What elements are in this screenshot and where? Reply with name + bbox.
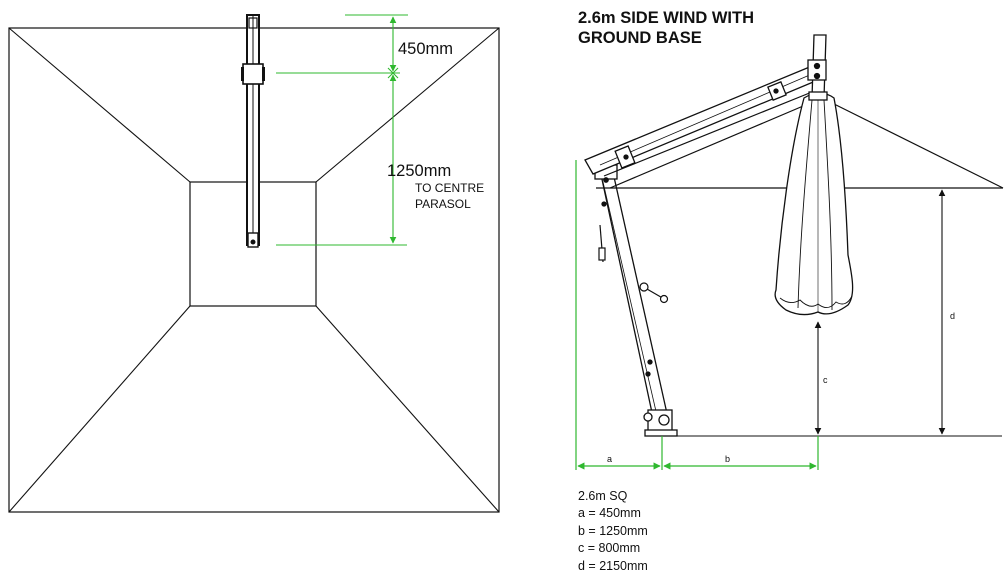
closed-canopy bbox=[774, 91, 854, 316]
title-line-2: GROUND BASE bbox=[578, 29, 702, 47]
dimension-1250-label: 1250mm bbox=[387, 162, 451, 180]
parasol-note: PARASOL bbox=[415, 197, 471, 211]
plan-view: 450mm 1250mm TO CENTRE PARASOL bbox=[8, 14, 500, 513]
plan-dimensions bbox=[276, 14, 408, 246]
ground-base-foot bbox=[643, 409, 678, 437]
spec-d: d = 2150mm bbox=[578, 558, 648, 573]
title-line-1: 2.6m SIDE WIND WITH bbox=[578, 9, 755, 27]
support-strut bbox=[603, 91, 813, 177]
spec-size: 2.6m SQ bbox=[578, 489, 628, 503]
base-diagonal-tl bbox=[8, 27, 191, 183]
spec-list: 2.6m SQ a = 450mm b = 1250mm c = 800mm d… bbox=[578, 488, 718, 575]
label-d: d bbox=[950, 311, 955, 321]
base-diagonal-tr bbox=[315, 27, 500, 183]
to-centre-note: TO CENTRE bbox=[415, 181, 484, 195]
base-diagonal-br bbox=[315, 305, 500, 513]
hub-pole bbox=[807, 34, 827, 99]
side-mast bbox=[594, 164, 669, 423]
label-b: b bbox=[725, 454, 730, 464]
dimension-a-b bbox=[577, 436, 819, 470]
label-a: a bbox=[607, 454, 612, 464]
spec-a: a = 450mm bbox=[578, 506, 641, 521]
side-arm bbox=[584, 65, 819, 175]
spec-c: c = 800mm bbox=[578, 541, 641, 556]
base-diagonal-bl bbox=[8, 305, 191, 513]
crank-handle bbox=[598, 224, 669, 304]
side-view: c d a b bbox=[575, 34, 1004, 470]
label-c: c bbox=[823, 375, 828, 385]
pole-top-view bbox=[241, 14, 265, 248]
side-view-title: 2.6m SIDE WIND WITH GROUND BASE bbox=[578, 8, 838, 48]
spec-b: b = 1250mm bbox=[578, 523, 648, 538]
dimension-450-label: 450mm bbox=[398, 40, 453, 58]
